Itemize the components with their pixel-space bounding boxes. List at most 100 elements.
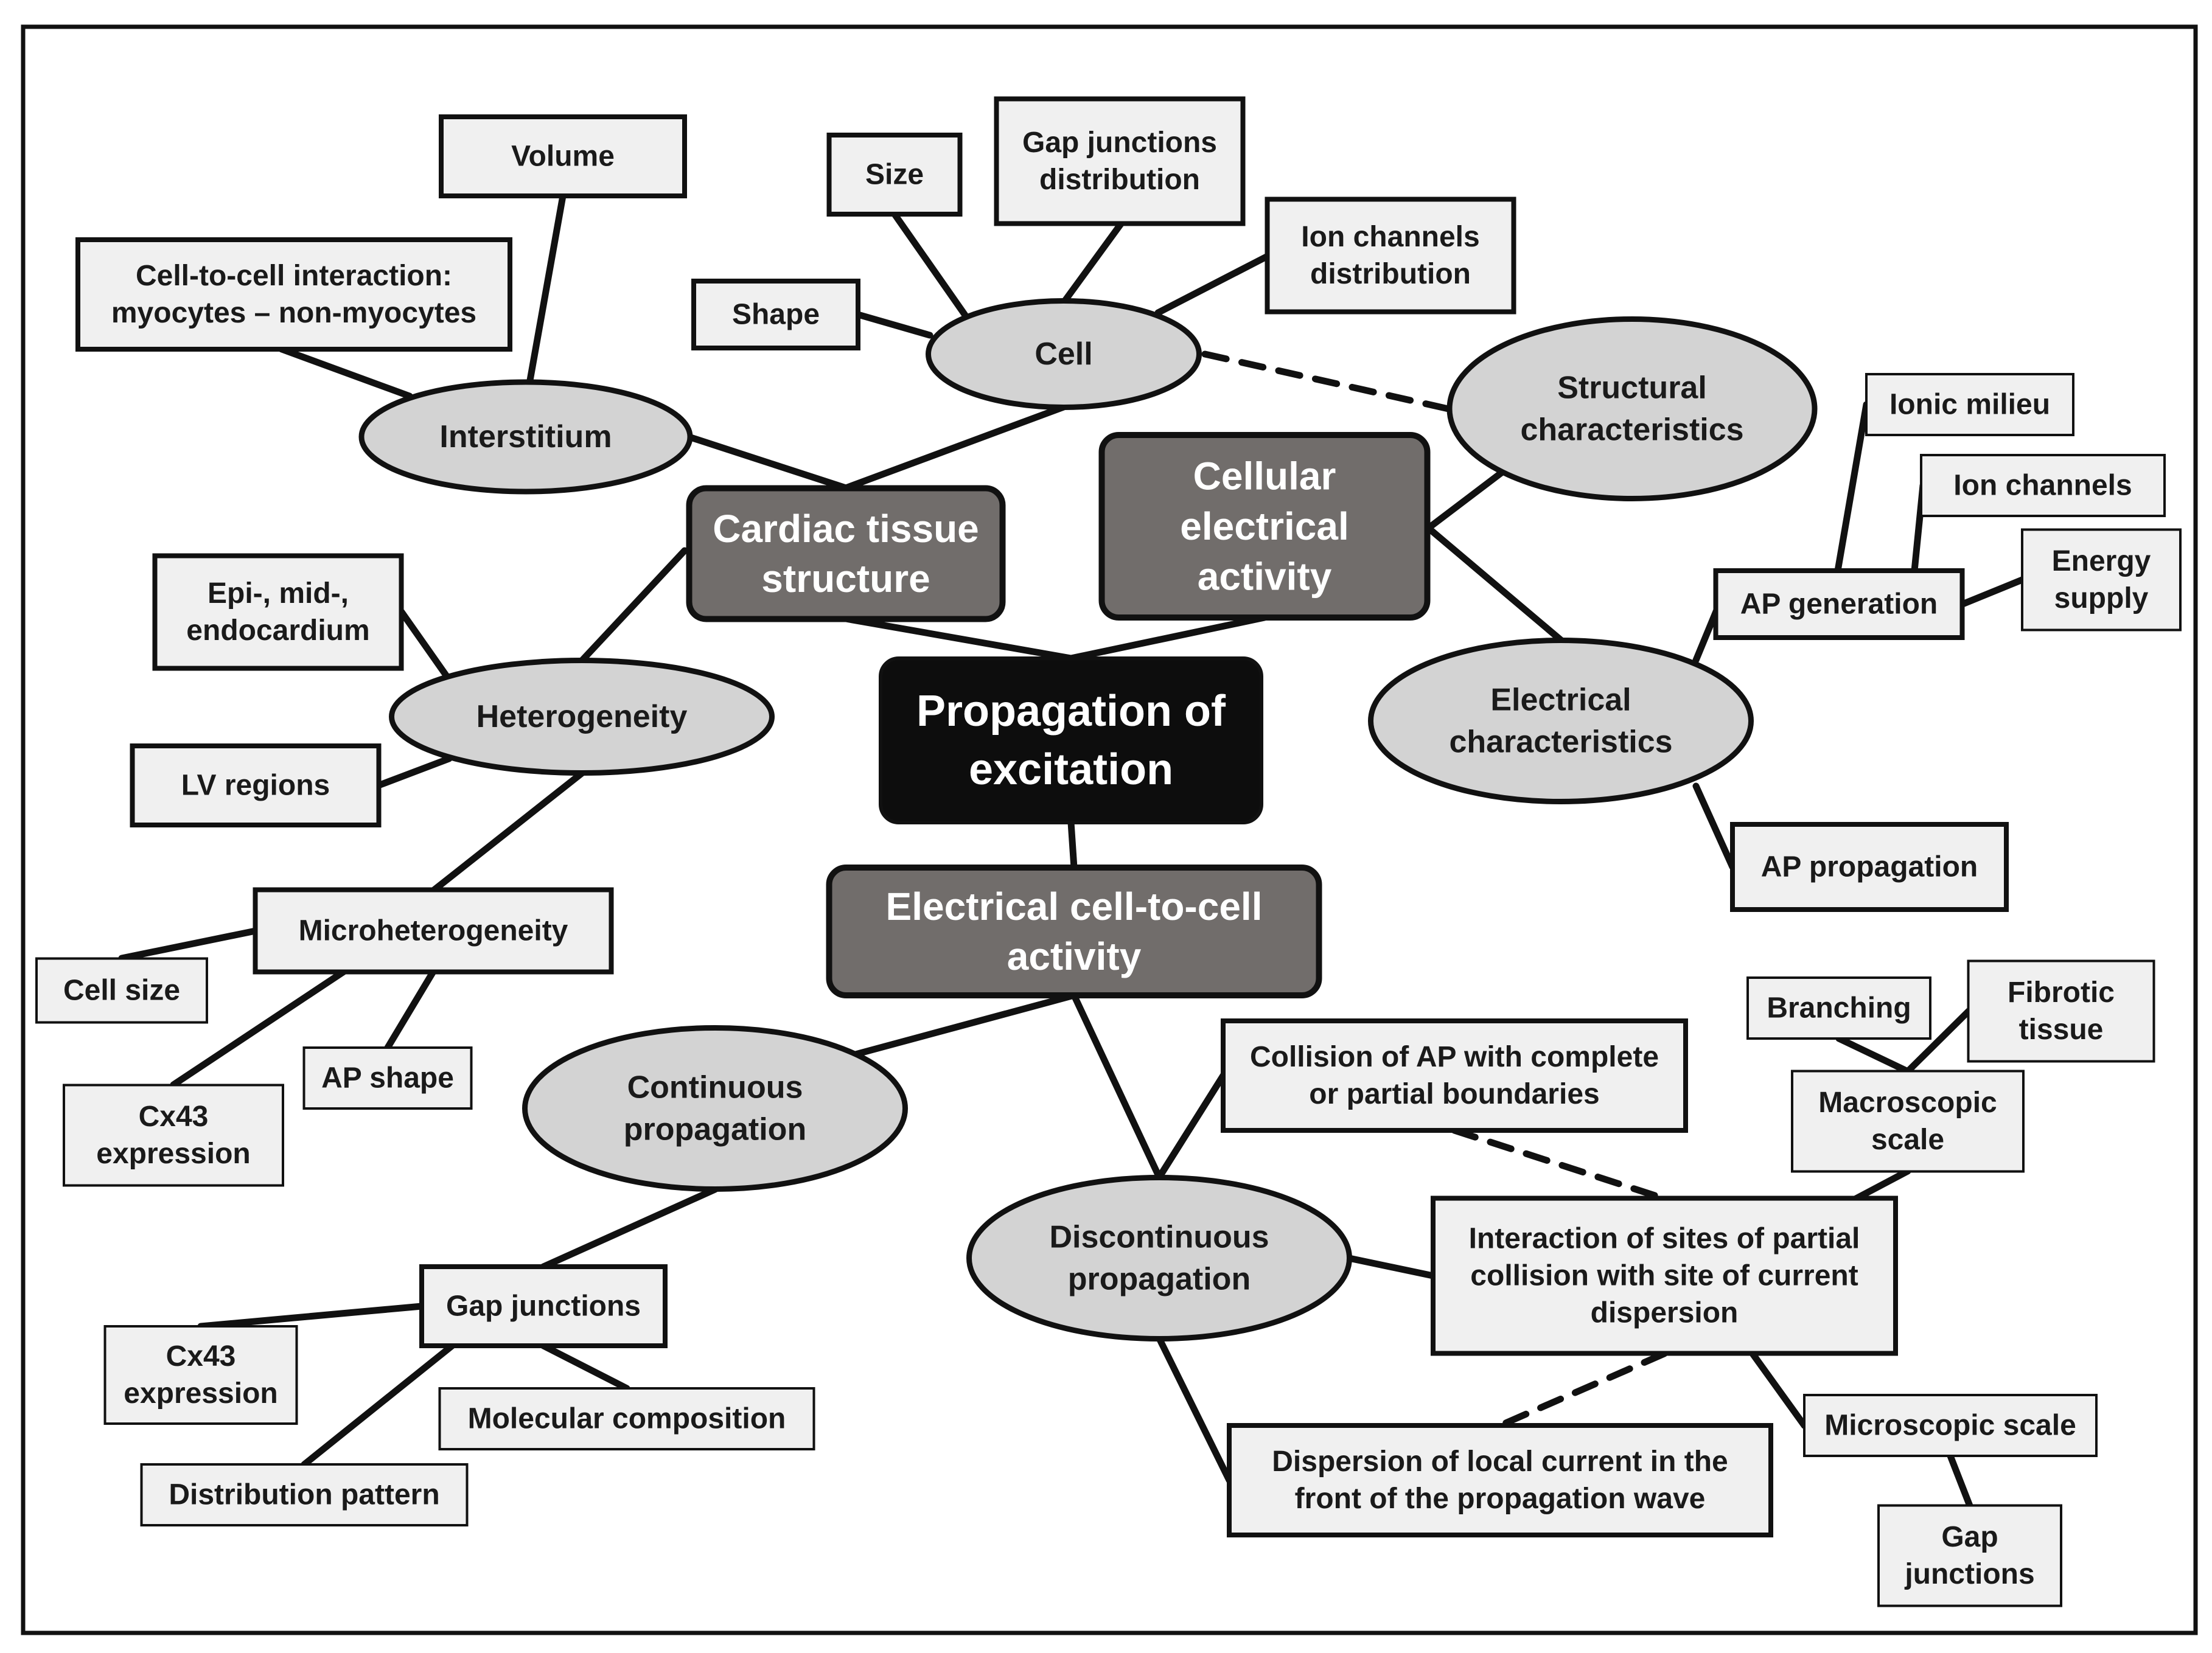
- microheterogeneity-box-label-line: Microheterogeneity: [299, 915, 568, 947]
- lv-regions-box-shape: [130, 743, 382, 827]
- connector-line: [1749, 1350, 1808, 1429]
- continuous-propagation-oval-label-line: Continuous: [627, 1070, 803, 1105]
- shape-box-shape: [691, 279, 860, 350]
- interaction-of-sites-box: Interaction of sites of partialcollision…: [1431, 1195, 1898, 1356]
- connector-line: [685, 433, 850, 492]
- microscopic-scale-box-shape: [1803, 1394, 2098, 1457]
- cell-to-cell-interaction-box-shape: [75, 237, 512, 352]
- cellular-electrical-activity-node-label-line: Cellular: [1193, 454, 1336, 498]
- ap-shape-box: AP shape: [302, 1046, 473, 1110]
- connector-line: [1156, 1072, 1227, 1181]
- structural-characteristics-oval-shape: [1446, 316, 1818, 501]
- interstitium-oval-shape: [358, 379, 693, 495]
- structural-characteristics-oval-label-line: Structural: [1557, 370, 1707, 405]
- electrical-characteristics-oval-label-line: characteristics: [1449, 725, 1672, 760]
- macroscopic-scale-box-label-line: scale: [1871, 1124, 1944, 1156]
- connector-line: [578, 547, 688, 664]
- macroscopic-scale-box-label-line: Macroscopic: [1818, 1087, 1997, 1119]
- electrical-characteristics-oval-shape: [1368, 638, 1754, 804]
- ion-channels-box-shape: [1920, 454, 2166, 517]
- macroscopic-scale-box: Macroscopic scale: [1791, 1070, 2025, 1173]
- size-box-label-line: Size: [865, 159, 924, 191]
- cx43-expression-box-a-shape: [63, 1084, 284, 1187]
- interaction-of-sites-box-label-line: collision with site of current: [1470, 1260, 1858, 1292]
- cell-oval: Cell: [926, 298, 1202, 410]
- connector-line: [278, 346, 413, 400]
- connector-line: [1834, 401, 1870, 574]
- continuous-propagation-oval-shape: [522, 1025, 908, 1192]
- ap-shape-box-shape: [302, 1046, 473, 1110]
- connector-line: [842, 403, 1067, 492]
- electrical-cell-to-cell-activity-node-label-line: activity: [1007, 934, 1142, 978]
- connector-line: [891, 211, 969, 319]
- connector-lines: [118, 192, 2026, 1509]
- gap-junctions-distribution-box-shape: [994, 96, 1246, 226]
- branching-box-label-line: Branching: [1767, 992, 1911, 1025]
- molecular-composition-box-label-line: Molecular composition: [468, 1403, 786, 1435]
- connector-line: [1070, 992, 1163, 1181]
- size-box: Size: [826, 133, 963, 217]
- ap-generation-box-label-line: AP generation: [1740, 588, 1938, 621]
- collision-of-ap-box: Collision of AP with complete or partial …: [1221, 1018, 1688, 1133]
- epi-mid-endocardium-box-shape: [152, 553, 404, 671]
- lv-regions-box: LV regions: [130, 743, 382, 827]
- cellular-electrical-activity-node-label-line: electrical: [1180, 504, 1349, 548]
- cardiac-tissue-structure-node-label-line: structure: [761, 557, 930, 600]
- branching-box: Branching: [1746, 976, 1931, 1040]
- cell-to-cell-interaction-box-label-line: myocytes – non-myocytes: [111, 297, 476, 329]
- connector-line: [301, 1342, 456, 1468]
- gap-junctions-box-right-label-line: Gap: [1941, 1521, 1998, 1553]
- shape-box: Shape: [691, 279, 860, 350]
- connector-line: [1345, 1255, 1437, 1279]
- interstitium-oval-label-line: Interstitium: [439, 419, 612, 454]
- branching-box-shape: [1746, 976, 1931, 1040]
- dashed-connector-line: [1451, 1127, 1668, 1202]
- microscopic-scale-box: Microscopic scale: [1803, 1394, 2098, 1457]
- ionic-milieu-box-label-line: Ionic milieu: [1889, 389, 2050, 421]
- electrical-cell-to-cell-activity-node-shape: [826, 865, 1322, 998]
- connector-line: [430, 770, 585, 894]
- connector-line: [375, 755, 453, 789]
- connector-line: [526, 192, 567, 384]
- distribution-pattern-box-label-line: Distribution pattern: [169, 1479, 439, 1511]
- cell-to-cell-interaction-box: Cell-to-cell interaction:myocytes – non-…: [75, 237, 512, 352]
- ap-propagation-box: AP propagation: [1730, 822, 2009, 912]
- dashed-connector-line: [1201, 350, 1452, 412]
- collision-of-ap-box-label-line: Collision of AP with complete: [1250, 1041, 1659, 1073]
- volume-box-shape: [439, 114, 687, 198]
- ion-channels-distribution-box-shape: [1265, 197, 1516, 315]
- energy-supply-box-label-line: Energy: [2052, 545, 2151, 577]
- connector-line: [1154, 252, 1272, 316]
- cx43-expression-box-b-shape: [103, 1325, 298, 1425]
- discontinuous-propagation-oval-shape: [966, 1175, 1352, 1342]
- microheterogeneity-box-shape: [253, 887, 614, 975]
- connector-line: [1067, 819, 1078, 871]
- collision-of-ap-box-label-line: or partial boundaries: [1309, 1078, 1599, 1110]
- epi-mid-endocardium-box: Epi-, mid-,endocardium: [152, 553, 404, 671]
- lv-regions-box-label-line: LV regions: [181, 770, 330, 802]
- connector-line: [1852, 1168, 1911, 1202]
- propagation-of-excitation-node-label-line: Propagation of: [916, 687, 1226, 736]
- continuous-propagation-oval-label-line: propagation: [624, 1112, 806, 1147]
- connector-line: [1426, 468, 1507, 531]
- ap-shape-box-label-line: AP shape: [321, 1062, 454, 1094]
- connector-line: [540, 1186, 719, 1270]
- fibrotic-tissue-box-label-line: Fibrotic: [2008, 976, 2115, 1009]
- heterogeneity-oval: Heterogeneity: [389, 658, 775, 776]
- cell-oval-shape: [926, 298, 1202, 410]
- connector-line: [842, 615, 1075, 662]
- interstitium-oval: Interstitium: [358, 379, 693, 495]
- cell-size-box-label-line: Cell size: [63, 975, 180, 1007]
- gap-junctions-distribution-box-label-line: distribution: [1039, 164, 1200, 196]
- connector-line: [1423, 523, 1565, 644]
- cellular-electrical-activity-node-shape: [1098, 432, 1431, 621]
- gap-junctions-box-left-shape: [419, 1264, 668, 1348]
